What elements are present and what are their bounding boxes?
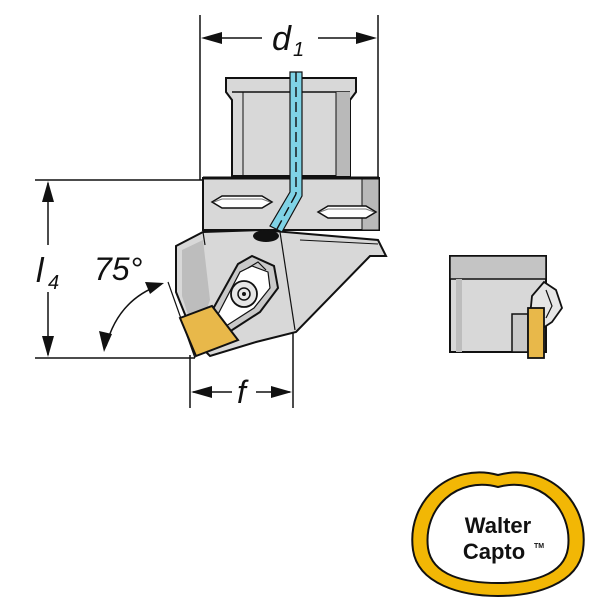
arrow-up-icon [42,181,54,202]
l4-subscript: 4 [48,272,59,294]
slot-right [316,205,378,219]
l4-label: l [36,252,45,290]
dimension-l4: l 4 [35,179,205,359]
side-view [449,255,563,359]
arrow-down-icon [42,336,54,357]
logo-trademark: TM [534,543,544,550]
angle-label: 75° [94,251,143,287]
f-label: f [237,374,249,410]
side-view-insert [527,307,545,359]
arrow-right-icon [356,32,377,44]
insert-clamp [206,254,280,335]
torx-icon [237,287,251,301]
slot-left [210,195,274,209]
d1-subscript: 1 [293,39,304,61]
coolant-channel [269,71,303,233]
d1-label: d [272,20,292,58]
dimension-angle: 75° [94,251,196,359]
arrow-right-icon [271,386,292,398]
arrow-left-icon [191,386,212,398]
arrow-angle-down-icon [99,331,112,352]
arrow-angle-right-icon [145,282,164,294]
arrow-left-icon [201,32,222,44]
logo-line1: Walter [465,513,532,538]
coolant-outlet [253,230,279,242]
walter-capto-logo: Walter Capto TM [411,471,585,598]
dimension-d1: d 1 [199,15,379,180]
logo-line2: Capto [463,539,525,564]
insert [178,304,240,358]
